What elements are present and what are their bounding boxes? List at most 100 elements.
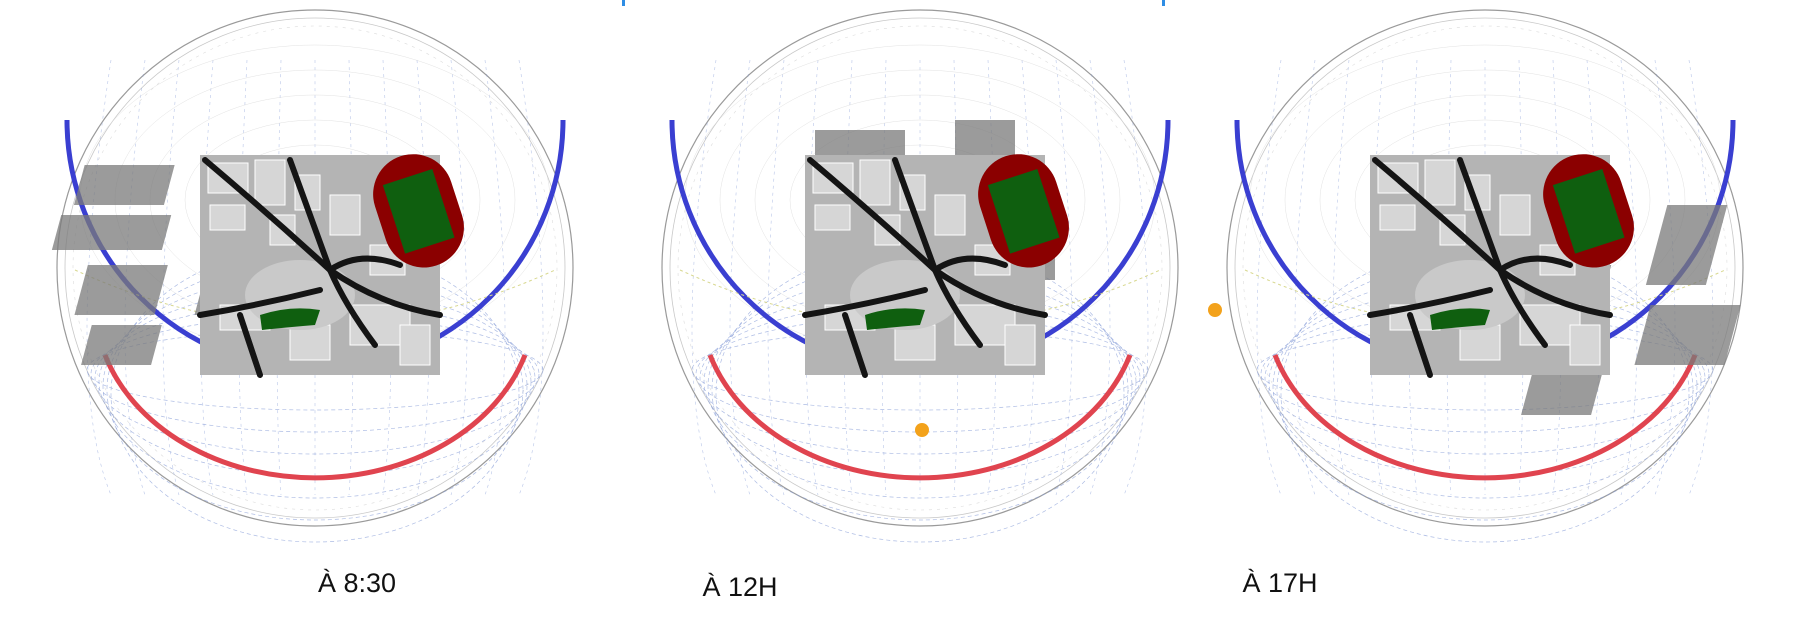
building bbox=[329, 194, 361, 236]
panel-evening: À 17H bbox=[1200, 0, 1760, 618]
grid-meridian-line bbox=[1256, 59, 1282, 496]
grid-meridian-line bbox=[1294, 59, 1316, 496]
grid-meridian-line bbox=[124, 59, 146, 496]
shadow-block bbox=[51, 215, 172, 250]
road-network bbox=[1367, 157, 1613, 378]
road bbox=[327, 267, 378, 348]
building bbox=[1499, 194, 1531, 236]
football-field bbox=[382, 169, 455, 254]
grid-latitude-line bbox=[86, 329, 544, 411]
grid-meridian-line bbox=[86, 59, 112, 496]
winter-sun-arc bbox=[1272, 354, 1698, 481]
winter-sun-arc bbox=[707, 354, 1133, 481]
dome-outer-ring bbox=[56, 9, 574, 527]
dome-tick-ring bbox=[72, 25, 558, 511]
building bbox=[1004, 324, 1036, 366]
road bbox=[842, 312, 868, 378]
caption-evening: À 17H bbox=[1242, 568, 1318, 598]
dome-tick-ring bbox=[677, 25, 1163, 511]
sun-path-diagram-morning bbox=[51, 9, 574, 543]
diagram-group bbox=[1208, 9, 1744, 543]
grid-meridian-line bbox=[1055, 59, 1073, 496]
road bbox=[1497, 267, 1548, 348]
road bbox=[932, 267, 983, 348]
road bbox=[1367, 287, 1493, 318]
site-plan bbox=[51, 154, 464, 378]
grid-meridian-line bbox=[484, 59, 506, 496]
road bbox=[802, 287, 928, 318]
panel-morning: À 8:30 bbox=[20, 0, 580, 618]
stadium bbox=[978, 154, 1069, 268]
park-strip bbox=[1430, 308, 1490, 330]
building bbox=[1379, 204, 1416, 231]
grid-meridian-line bbox=[691, 59, 717, 496]
road bbox=[237, 312, 263, 378]
sun-path-diagram-noon bbox=[661, 9, 1179, 543]
dome-inner-ring bbox=[64, 17, 566, 519]
grid-latitude-line bbox=[707, 273, 1133, 499]
dome-outer-ring bbox=[661, 9, 1179, 527]
road-network bbox=[197, 157, 443, 378]
dome-tick-ring bbox=[1242, 25, 1728, 511]
shadow-block bbox=[74, 265, 168, 315]
road bbox=[1457, 157, 1503, 273]
grid-meridian-line bbox=[1332, 59, 1350, 496]
football-field bbox=[1552, 169, 1625, 254]
road bbox=[287, 157, 333, 273]
stadium bbox=[1543, 154, 1634, 268]
building bbox=[1569, 324, 1601, 366]
site-plan bbox=[802, 120, 1069, 378]
grid-meridian-line bbox=[162, 59, 180, 496]
road bbox=[892, 157, 938, 273]
top-marker-right bbox=[1162, 0, 1165, 6]
park-strip bbox=[865, 308, 925, 330]
shadow-block bbox=[81, 325, 162, 365]
building bbox=[934, 194, 966, 236]
building bbox=[859, 159, 891, 206]
dome-outer-ring bbox=[1226, 9, 1744, 527]
diagram-group bbox=[51, 9, 574, 543]
building bbox=[1459, 324, 1501, 361]
road bbox=[197, 287, 323, 318]
top-marker-left bbox=[622, 0, 625, 6]
shadow-block bbox=[1521, 375, 1602, 415]
diagram-group bbox=[661, 9, 1179, 543]
sun-marker bbox=[1208, 303, 1222, 317]
road-network bbox=[802, 157, 1048, 378]
building bbox=[289, 324, 331, 361]
grid-meridian-line bbox=[1688, 59, 1714, 496]
dome-inner-ring bbox=[669, 17, 1171, 519]
grid-meridian-line bbox=[1123, 59, 1149, 496]
stadium bbox=[373, 154, 464, 268]
grid-latitude-line bbox=[691, 329, 1149, 411]
grid-meridian-line bbox=[1620, 59, 1638, 496]
caption-morning: À 8:30 bbox=[317, 568, 397, 598]
grid-meridian-line bbox=[518, 59, 544, 496]
football-field bbox=[987, 169, 1060, 254]
building bbox=[399, 324, 431, 366]
road bbox=[932, 255, 1008, 273]
grid-meridian-line bbox=[1654, 59, 1676, 496]
building bbox=[254, 159, 286, 206]
building bbox=[1424, 159, 1456, 206]
building bbox=[814, 204, 851, 231]
building bbox=[894, 324, 936, 361]
road bbox=[1497, 255, 1573, 273]
shadow-block bbox=[1634, 305, 1741, 365]
park-strip bbox=[260, 308, 320, 330]
grid-meridian-line bbox=[767, 59, 785, 496]
winter-sun-arc bbox=[102, 354, 528, 481]
grid-latitude-line bbox=[1272, 273, 1698, 499]
grid-meridian-line bbox=[729, 59, 751, 496]
sun-path-diagram-evening bbox=[1208, 9, 1744, 543]
grid-latitude-line bbox=[1256, 329, 1714, 411]
building bbox=[209, 204, 246, 231]
sun-marker bbox=[915, 423, 929, 437]
shadow-block bbox=[1645, 205, 1728, 285]
grid-latitude-line bbox=[102, 273, 528, 499]
shadow-block bbox=[73, 165, 175, 205]
grid-meridian-line bbox=[450, 59, 468, 496]
site-plan bbox=[1367, 154, 1741, 415]
grid-meridian-line bbox=[1089, 59, 1111, 496]
